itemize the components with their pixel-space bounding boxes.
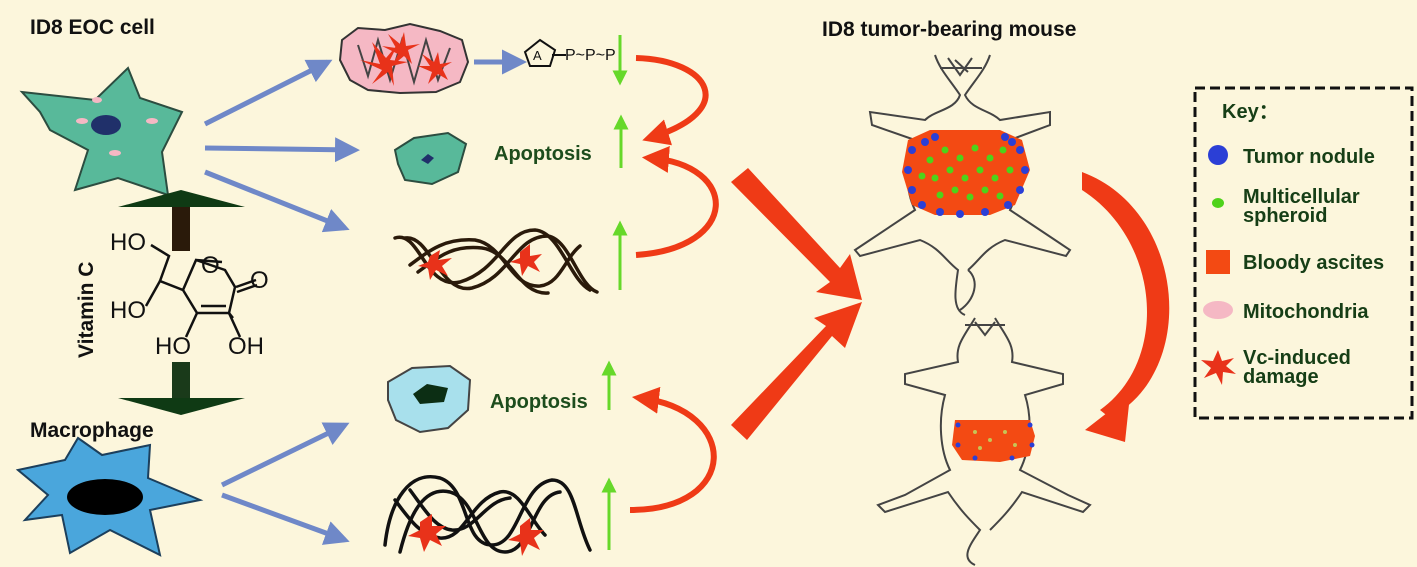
mouse-treated-ascites — [952, 420, 1035, 462]
key-vc-damage-label-line1: Vc-induced — [1243, 347, 1351, 369]
dna-damage-star — [508, 518, 544, 556]
dna-damage-star — [510, 244, 542, 276]
vitamin-c-label: Vitamin C — [75, 262, 98, 358]
key-bloody-ascites-swatch — [1206, 250, 1230, 274]
key-bloody-ascites-label: Bloody ascites — [1243, 252, 1384, 274]
atp-phosphate-label: P~P~P — [565, 47, 616, 64]
blue-arrow-macrophage-to-cell — [220, 422, 350, 488]
mitochondria-dot — [92, 97, 102, 103]
key-vc-damage-swatch — [1201, 350, 1236, 385]
red-curved-arrows — [629, 55, 719, 513]
macrophage-title: Macrophage — [30, 419, 154, 442]
eoc-cell — [19, 66, 184, 197]
atp-adenosine-label: A — [533, 48, 542, 63]
molecule-ho-top: HO — [110, 229, 146, 256]
green-arrows — [601, 35, 629, 550]
blue-arrow-to-mitochondria — [203, 59, 333, 127]
apoptotic-eoc-cell — [393, 131, 468, 186]
mitochondria-dot — [109, 150, 121, 156]
key-title: Key： — [1222, 101, 1279, 123]
eoc-cell-title: ID8 EOC cell — [30, 16, 155, 39]
mitochondria-dot — [146, 118, 158, 124]
blue-arrow-to-dna — [204, 169, 350, 233]
apoptosis-label-bottom: Apoptosis — [490, 391, 588, 413]
treatment-curved-arrow — [1082, 172, 1170, 442]
blue-arrow-to-apoptotic-cell — [204, 137, 360, 163]
converging-arrow-bottom — [731, 302, 862, 440]
key-spheroid-label-line2: spheroid — [1243, 205, 1327, 227]
key-spheroid-label-line1: Multicellular — [1243, 186, 1360, 208]
molecule-ho-bottom: HO — [155, 333, 191, 360]
key-tumor-nodule-label: Tumor nodule — [1243, 146, 1375, 168]
key-mitochondria-label: Mitochondria — [1243, 301, 1369, 323]
key-spheroid-swatch — [1212, 198, 1224, 208]
key-box — [1193, 86, 1414, 420]
apoptotic-macrophage — [387, 364, 472, 434]
vitamin-c-molecule — [144, 243, 258, 338]
molecule-o-ring: O — [201, 252, 220, 279]
blue-arrow-macrophage-to-dna — [221, 492, 350, 545]
apoptosis-label-top: Apoptosis — [494, 143, 592, 165]
converging-arrow-top — [731, 168, 862, 300]
molecule-ho-mid: HO — [110, 297, 146, 324]
converging-arrows — [731, 168, 862, 440]
macrophage-cell — [15, 436, 204, 557]
damaged-dna-macrophage — [383, 474, 592, 554]
mouse-title: ID8 tumor-bearing mouse — [822, 18, 1076, 41]
damaged-dna-eoc — [393, 228, 599, 295]
mitochondria-dot — [76, 118, 88, 124]
key-tumor-nodule-swatch — [1208, 145, 1228, 165]
red-arrow-dna-to-apoptosis — [635, 146, 719, 258]
blue-arrows — [203, 49, 527, 545]
dna-damage-star — [408, 514, 446, 552]
key-mitochondria-swatch — [1203, 301, 1233, 319]
mouse-untreated-ascites — [902, 130, 1030, 218]
damaged-mitochondrion — [338, 22, 470, 95]
eoc-nucleus — [91, 115, 121, 135]
vitamin-c-up-arrow — [118, 190, 245, 251]
dna-damage-star — [418, 250, 452, 280]
key-vc-damage-label-line2: damage — [1243, 366, 1319, 388]
red-arrow-atp-to-apoptosis — [635, 55, 709, 146]
red-arrow-macrophage-dna-to-apoptosis — [629, 386, 717, 513]
molecule-o-carbonyl: O — [250, 267, 269, 294]
molecule-oh-bottom: OH — [228, 333, 264, 360]
atp-molecule: A P~P~P — [523, 38, 616, 67]
vitamin-c-down-arrow — [118, 362, 245, 415]
